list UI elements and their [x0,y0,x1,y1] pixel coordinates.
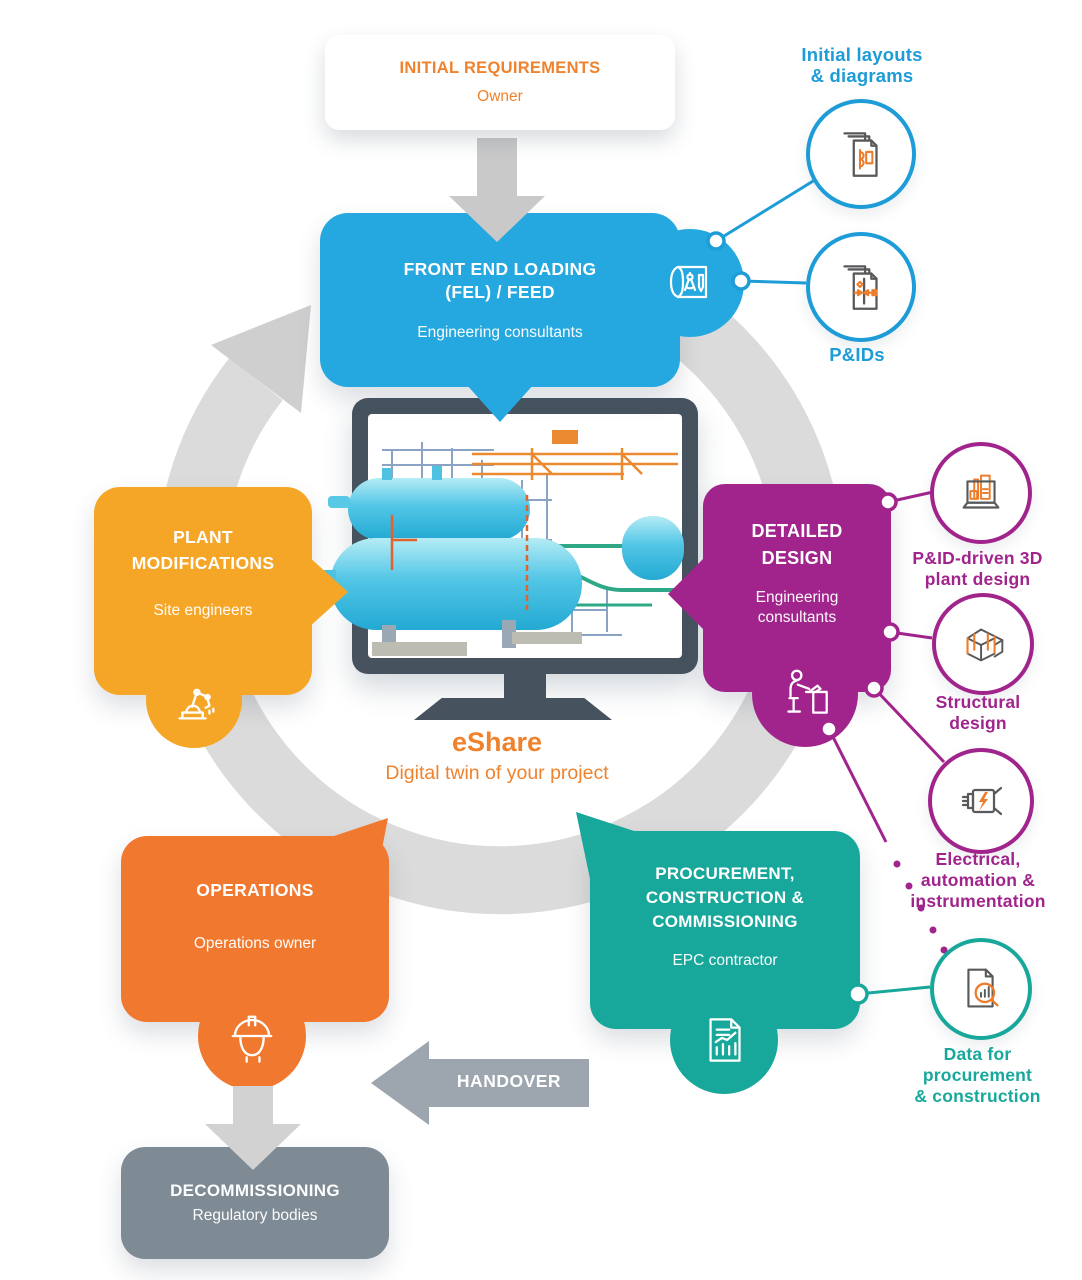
laptop-plant-icon [962,474,1000,509]
procurement-title-line1: PROCUREMENT, [655,864,795,883]
fel-title-line1: FRONT END LOADING [403,259,597,279]
label-electrical: Electrical, automation & instrumentation [910,849,1046,911]
monitor-stand-base [414,698,612,720]
plant-3d-model [322,430,684,656]
plant-modifications-subtitle: Site engineers [153,602,253,619]
procurement-circle [670,986,778,1094]
fel-subtitle: Engineering consultants [417,324,583,341]
detailed-design-subtitle-line2: consultants [757,609,837,626]
stage-initial-requirements: INITIAL REQUIREMENTS Owner [325,35,675,130]
operations-title: OPERATIONS [196,879,314,900]
label-structural: Structural design [935,692,1021,733]
engineer-at-desk-icon [787,669,828,714]
procurement-subtitle: EPC contractor [672,952,778,969]
operations-subtitle: Operations owner [193,934,317,952]
label-procurement-data: Data for procurement & construction [914,1044,1041,1106]
robot-arm-icon [178,688,215,720]
eshare-brand: eShare [451,727,543,757]
fel-badge-circle [636,229,744,337]
badge-structural [932,593,1034,695]
handover-label: HANDOVER [456,1071,562,1091]
hard-hat-worker-icon [231,1015,273,1063]
procurement-title-line2: CONSTRUCTION & [645,888,805,907]
eshare-tagline: Digital twin of your project [385,762,609,784]
procurement-title-line3: COMMISSIONING [652,912,798,931]
data-report-icon [967,968,999,1008]
initial-requirements-subtitle: Owner [477,88,523,105]
detailed-design-circle [752,641,858,747]
decommissioning-subtitle: Regulatory bodies [192,1207,318,1224]
badge-pids [806,232,916,342]
layout-diagrams-icon [843,132,878,177]
blueprint-compass-icon [669,265,708,299]
badge-initial-layouts [806,99,916,209]
structural-frame-icon [966,628,1004,662]
operations-circle [198,982,306,1090]
plant-modifications-title-line1: PLANT [173,527,233,547]
cycle-arrowhead [211,305,311,413]
stage-decommissioning: DECOMMISSIONING Regulatory bodies [121,1147,389,1259]
detailed-design-title-line1: DETAILED [751,521,843,541]
electric-motor-icon [961,786,1003,816]
plant-modifications-circle [146,652,242,748]
label-pids: P&IDs [829,344,885,365]
fel-title-line2: (FEL) / FEED [445,282,555,302]
label-pid-3d: P&ID-driven 3D plant design [912,548,1043,589]
report-document-icon [709,1018,741,1062]
detailed-design-subtitle-line1: Engineering [755,589,839,606]
badge-electrical [928,748,1034,854]
detailed-design-title-line2: DESIGN [761,548,833,568]
monitor-stand-neck [504,672,546,700]
label-initial-layouts: Initial layouts & diagrams [801,44,923,86]
stage-detailed-design: DETAILED DESIGN Engineering consultants [703,484,891,692]
initial-requirements-title: INITIAL REQUIREMENTS [399,59,601,77]
decommissioning-title: DECOMMISSIONING [170,1181,340,1200]
plant-modifications-title-line2: MODIFICATIONS [131,553,275,573]
badge-pid-3d [930,442,1032,544]
badge-procurement-data [930,938,1032,1040]
stage-fel: FRONT END LOADING (FEL) / FEED Engineeri… [320,213,680,387]
pid-documents-icon [843,265,878,310]
